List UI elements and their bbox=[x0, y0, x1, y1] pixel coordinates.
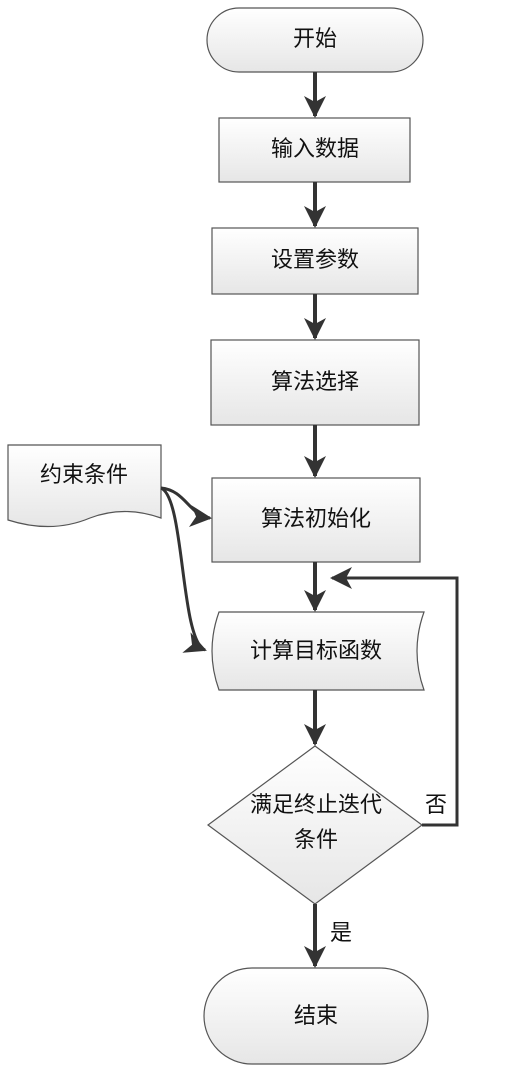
algorithm-select-label: 算法选择 bbox=[271, 370, 359, 395]
termination-decision-node: 满足终止迭代 条件 bbox=[206, 745, 424, 905]
compute-objective-node: 计算目标函数 bbox=[211, 611, 425, 691]
input-data-label: 输入数据 bbox=[271, 137, 359, 162]
no-loop-arrow bbox=[330, 567, 459, 827]
start-label: 开始 bbox=[293, 27, 337, 52]
algorithm-init-node: 算法初始化 bbox=[211, 477, 421, 563]
decision-label-line2: 条件 bbox=[294, 828, 338, 853]
constraint-arrows bbox=[160, 486, 212, 653]
algorithm-init-label: 算法初始化 bbox=[261, 507, 371, 532]
yes-edge-label: 是 bbox=[330, 921, 352, 946]
end-node: 结束 bbox=[203, 967, 429, 1065]
end-label: 结束 bbox=[294, 1004, 338, 1029]
set-params-node: 设置参数 bbox=[211, 227, 419, 295]
no-edge-label: 否 bbox=[425, 793, 447, 818]
arrow-constraint-to-init bbox=[160, 486, 212, 527]
arrow-constraint-to-compute bbox=[160, 486, 207, 653]
compute-objective-label: 计算目标函数 bbox=[250, 639, 382, 664]
start-node: 开始 bbox=[206, 7, 424, 73]
input-data-node: 输入数据 bbox=[218, 117, 411, 183]
constraint-document-node: 约束条件 bbox=[7, 444, 162, 528]
algorithm-select-node: 算法选择 bbox=[210, 339, 420, 426]
set-params-label: 设置参数 bbox=[271, 248, 359, 273]
decision-label-line1: 满足终止迭代 bbox=[250, 793, 382, 818]
constraint-label: 约束条件 bbox=[40, 463, 128, 488]
